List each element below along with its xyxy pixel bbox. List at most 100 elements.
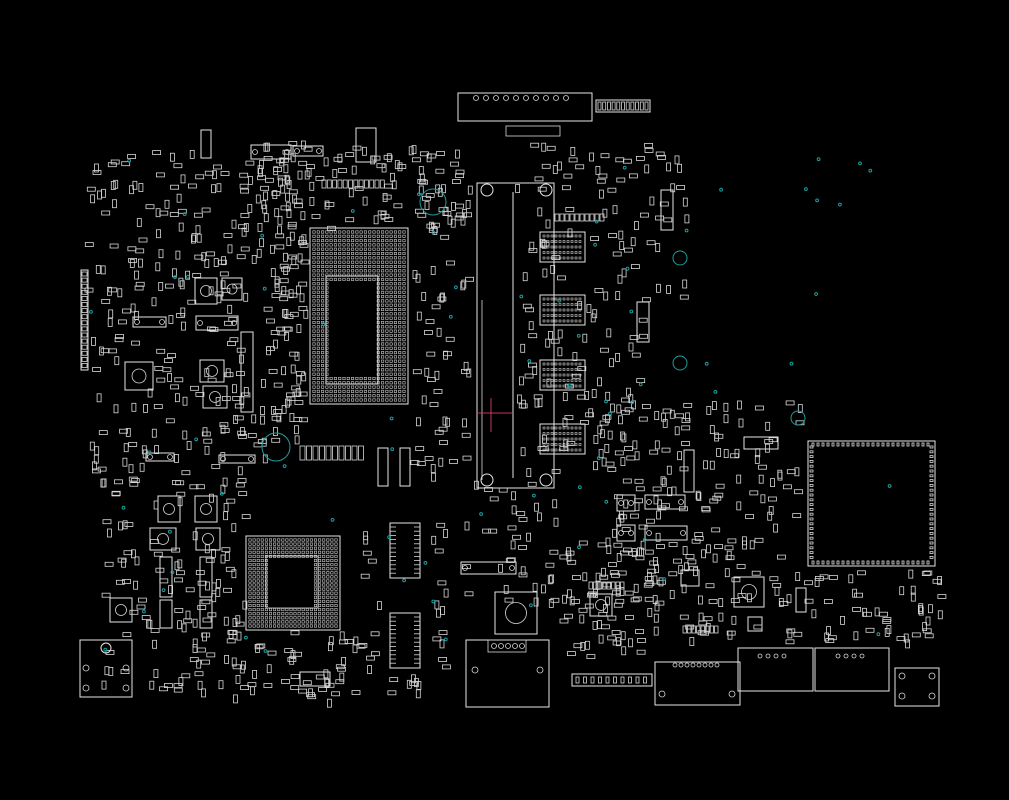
passive-component (547, 575, 553, 585)
passive-component (107, 528, 112, 538)
passive-component (201, 688, 206, 698)
bga-ball (381, 269, 385, 273)
bga-ball (550, 443, 554, 446)
passive-component (127, 246, 137, 252)
bga-ball (248, 603, 252, 607)
bga-ball (389, 247, 393, 251)
bga-ball (312, 286, 316, 290)
passive-component (618, 230, 624, 240)
bga-ball (566, 240, 570, 243)
passive-component (882, 617, 892, 622)
bga-ball (338, 385, 342, 389)
passive-component (235, 675, 241, 684)
bga-ball (252, 603, 256, 607)
passive-component (437, 580, 447, 586)
passive-component (563, 439, 569, 449)
mounting-hole (672, 355, 688, 371)
passive-component (433, 388, 443, 394)
bga-ball (329, 234, 333, 238)
bga-ball (376, 243, 380, 247)
passive-component (84, 242, 94, 247)
passive-component (153, 404, 163, 409)
bga-ball (330, 583, 334, 587)
passive-component (857, 570, 866, 576)
passive-component (567, 651, 576, 656)
via (625, 266, 630, 271)
bga-ball (542, 303, 546, 306)
ic-center-pad (115, 604, 127, 616)
inductor-pad (134, 319, 140, 325)
passive-component (237, 466, 243, 476)
bga-ball (334, 579, 338, 583)
ffc-pin (613, 676, 617, 684)
bga-ball (248, 620, 252, 624)
bga-ball (546, 251, 550, 254)
passive-component (787, 629, 793, 639)
bga-ball (289, 546, 293, 550)
bga-ball (281, 554, 285, 558)
passive-component (193, 212, 203, 218)
connector-pin (781, 653, 787, 659)
passive-component (681, 584, 687, 594)
bga-ball (372, 376, 376, 380)
passive-component (102, 519, 112, 525)
passive-component (631, 264, 640, 270)
passive-component (256, 248, 262, 258)
bga-ball (297, 612, 301, 616)
bga-ball (372, 277, 376, 281)
bga-ball (389, 325, 393, 329)
bga-ball (321, 239, 325, 243)
bga-ball (355, 277, 359, 281)
passive-component (716, 448, 721, 457)
bga-ball (322, 554, 326, 558)
bga-ball (293, 550, 297, 554)
passive-component (738, 418, 744, 428)
passive-component (462, 455, 472, 461)
passive-component (785, 400, 795, 406)
bga-ball (393, 256, 397, 260)
bga-ball (381, 307, 385, 311)
bga-ball (393, 234, 397, 238)
bga-ball (325, 398, 329, 402)
passive-component (629, 173, 638, 179)
passive-component (225, 566, 235, 572)
passive-component (289, 655, 295, 665)
bga-ball (381, 303, 385, 307)
bga-ball (316, 376, 320, 380)
passive-component (725, 555, 735, 561)
via (519, 294, 524, 299)
capacitor-component (611, 581, 616, 590)
bga-ball (313, 567, 317, 571)
passive-component (435, 168, 445, 174)
passive-component (628, 550, 638, 556)
bga-ball (393, 252, 397, 256)
bga-ball (566, 245, 570, 249)
bga-ball (402, 264, 406, 268)
passive-component (301, 372, 307, 382)
bga-ball (546, 319, 550, 323)
passive-component (280, 205, 290, 211)
passive-component (247, 682, 257, 687)
passive-component (367, 558, 377, 564)
bga-ball (368, 398, 372, 402)
bga-ball (312, 243, 316, 247)
bga-ball (389, 243, 393, 247)
bga-ball (578, 303, 582, 306)
inductor-pad (248, 456, 254, 462)
passive-component (534, 502, 539, 512)
passive-component (293, 425, 299, 435)
bga-ball (368, 243, 372, 247)
passive-component (886, 625, 892, 634)
passive-component (682, 279, 688, 289)
passive-component (101, 592, 111, 598)
bga-ball (554, 303, 558, 306)
bga-ball (554, 368, 558, 371)
capacitor-component (337, 179, 343, 189)
controller-pin (809, 479, 814, 483)
bga-ball (342, 256, 346, 260)
passive-component (195, 174, 205, 180)
bga-ball (372, 260, 376, 264)
bga-ball (550, 245, 554, 249)
